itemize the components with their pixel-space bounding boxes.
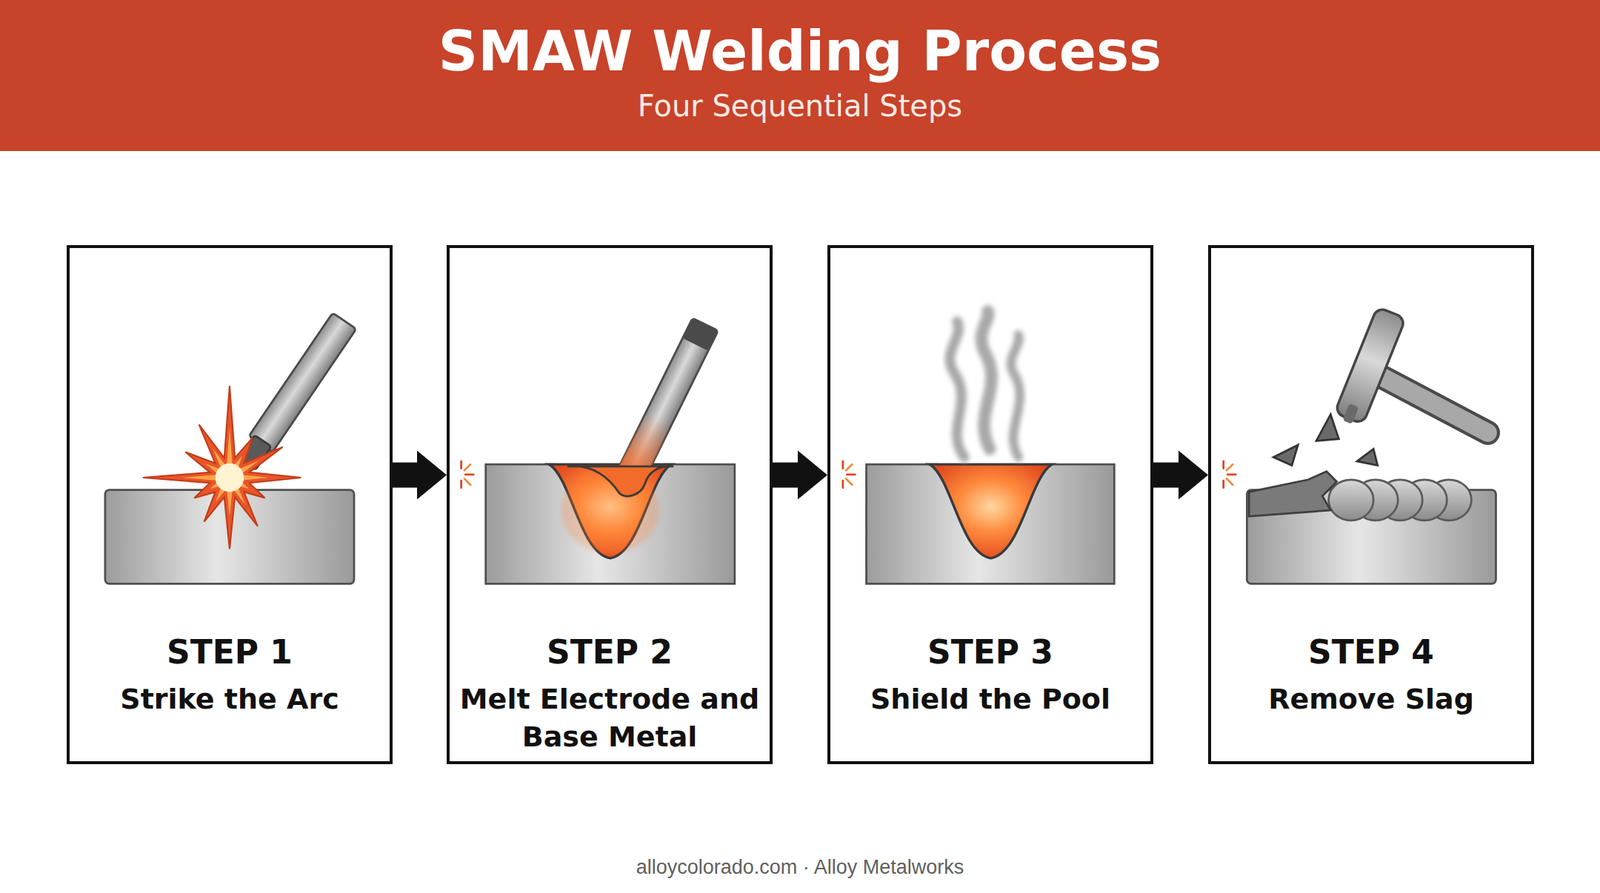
arrow-shaft [1153,462,1180,489]
electrode [614,318,719,489]
spark-ray [846,474,855,477]
slag-chip [1357,448,1378,466]
spark-ray [465,474,474,477]
subtitle: Four Sequential Steps [0,87,1600,125]
hammer-handle [1379,375,1488,433]
arc-core [215,463,245,493]
arrow-head [797,451,828,500]
arrow-shaft [392,462,418,489]
spark-ray [1227,474,1236,477]
electrode-rod [614,318,719,489]
arrow-head [417,451,447,500]
step-number: STEP 3 [837,631,1143,674]
spark-ray [464,464,471,471]
shielding-smoke [949,311,1020,458]
footer-note: alloycolorado.com · Alloy Metalworks [0,854,1600,881]
spark-ray [1222,461,1225,469]
step-description: Melt Electrode and Base Metal [457,680,763,757]
arc-starburst-core [182,427,269,518]
strike-arc-illustration [105,313,357,585]
step-box: STEP 3 Shield the Pool [827,245,1154,765]
spark [842,461,856,489]
step-text-group: STEP 1 Strike the Arc [77,631,383,719]
molten-pool [548,464,672,559]
spark-ray [841,461,844,469]
hammer-head [1333,306,1406,429]
flow-arrow [392,451,447,500]
electrode-tip [238,434,272,470]
smoke-wisp [1011,334,1020,458]
flow-arrow [1153,451,1209,500]
title: SMAW Welding Process [0,19,1600,83]
step-number: STEP 1 [77,631,383,674]
bead-ripple [1353,480,1399,521]
grooved-plate [866,464,1115,584]
bead-ripple [1328,480,1375,521]
spark-ray [1226,478,1233,485]
step-description: Shield the Pool [837,680,1143,719]
base-plate [1246,490,1496,585]
spark-ray [1222,480,1225,489]
electrode-end [682,318,718,352]
spark-ray [841,480,844,489]
weld-bead [1328,480,1472,521]
step-text-group: STEP 3 Shield the Pool [837,631,1143,719]
slag-chip [1316,414,1339,442]
step-box: STEP 2 Melt Electrode and Base Metal [446,245,773,765]
spark-ray [845,464,852,471]
grooved-plate [485,464,735,584]
bead-ripple [1402,480,1448,521]
melt-illustration [485,318,735,585]
bead-ripple [1377,480,1423,521]
arrow-head [1178,451,1209,500]
step-text-group: STEP 4 Remove Slag [1218,631,1524,719]
step-description: Strike the Arc [77,680,383,719]
smoke-wisp [981,311,992,449]
arrow-sparks [461,461,1237,489]
header-band: SMAW Welding Process Four Sequential Ste… [0,0,1600,152]
slag-crust [1248,471,1337,518]
hammer-head-body [1334,306,1406,425]
step-text-group: STEP 2 Melt Electrode and Base Metal [457,631,763,757]
spark-ray [1226,464,1233,471]
hammer-peen [1342,403,1359,425]
electrode-hot-tip [614,411,672,489]
shield-illustration [866,311,1115,584]
molten-drip [567,465,674,497]
remove-slag-illustration [1246,306,1496,584]
spark-ray [464,478,471,485]
spark [1223,461,1237,489]
arc-starburst [142,385,302,549]
electrode [234,313,357,473]
step-box: STEP 1 Strike the Arc [66,245,393,765]
step-description: Remove Slag [1218,680,1524,719]
molten-pool [929,464,1052,559]
step-number: STEP 2 [457,631,763,674]
step-box: STEP 4 Remove Slag [1208,245,1535,765]
base-plate [105,490,355,585]
pool-glow [561,467,660,554]
slag-chip [1273,445,1298,466]
spark-ray [845,478,852,485]
spark-ray [460,480,463,489]
spark-ray [460,461,463,469]
step-number: STEP 4 [1218,631,1524,674]
hammer-handle-outline [1379,375,1488,433]
arrow-shaft [772,462,799,489]
spark [461,461,475,489]
flow-arrow [772,451,828,500]
bead-ripple [1426,480,1472,521]
electrode-rod [248,313,357,453]
smoke-wisp [949,321,964,458]
